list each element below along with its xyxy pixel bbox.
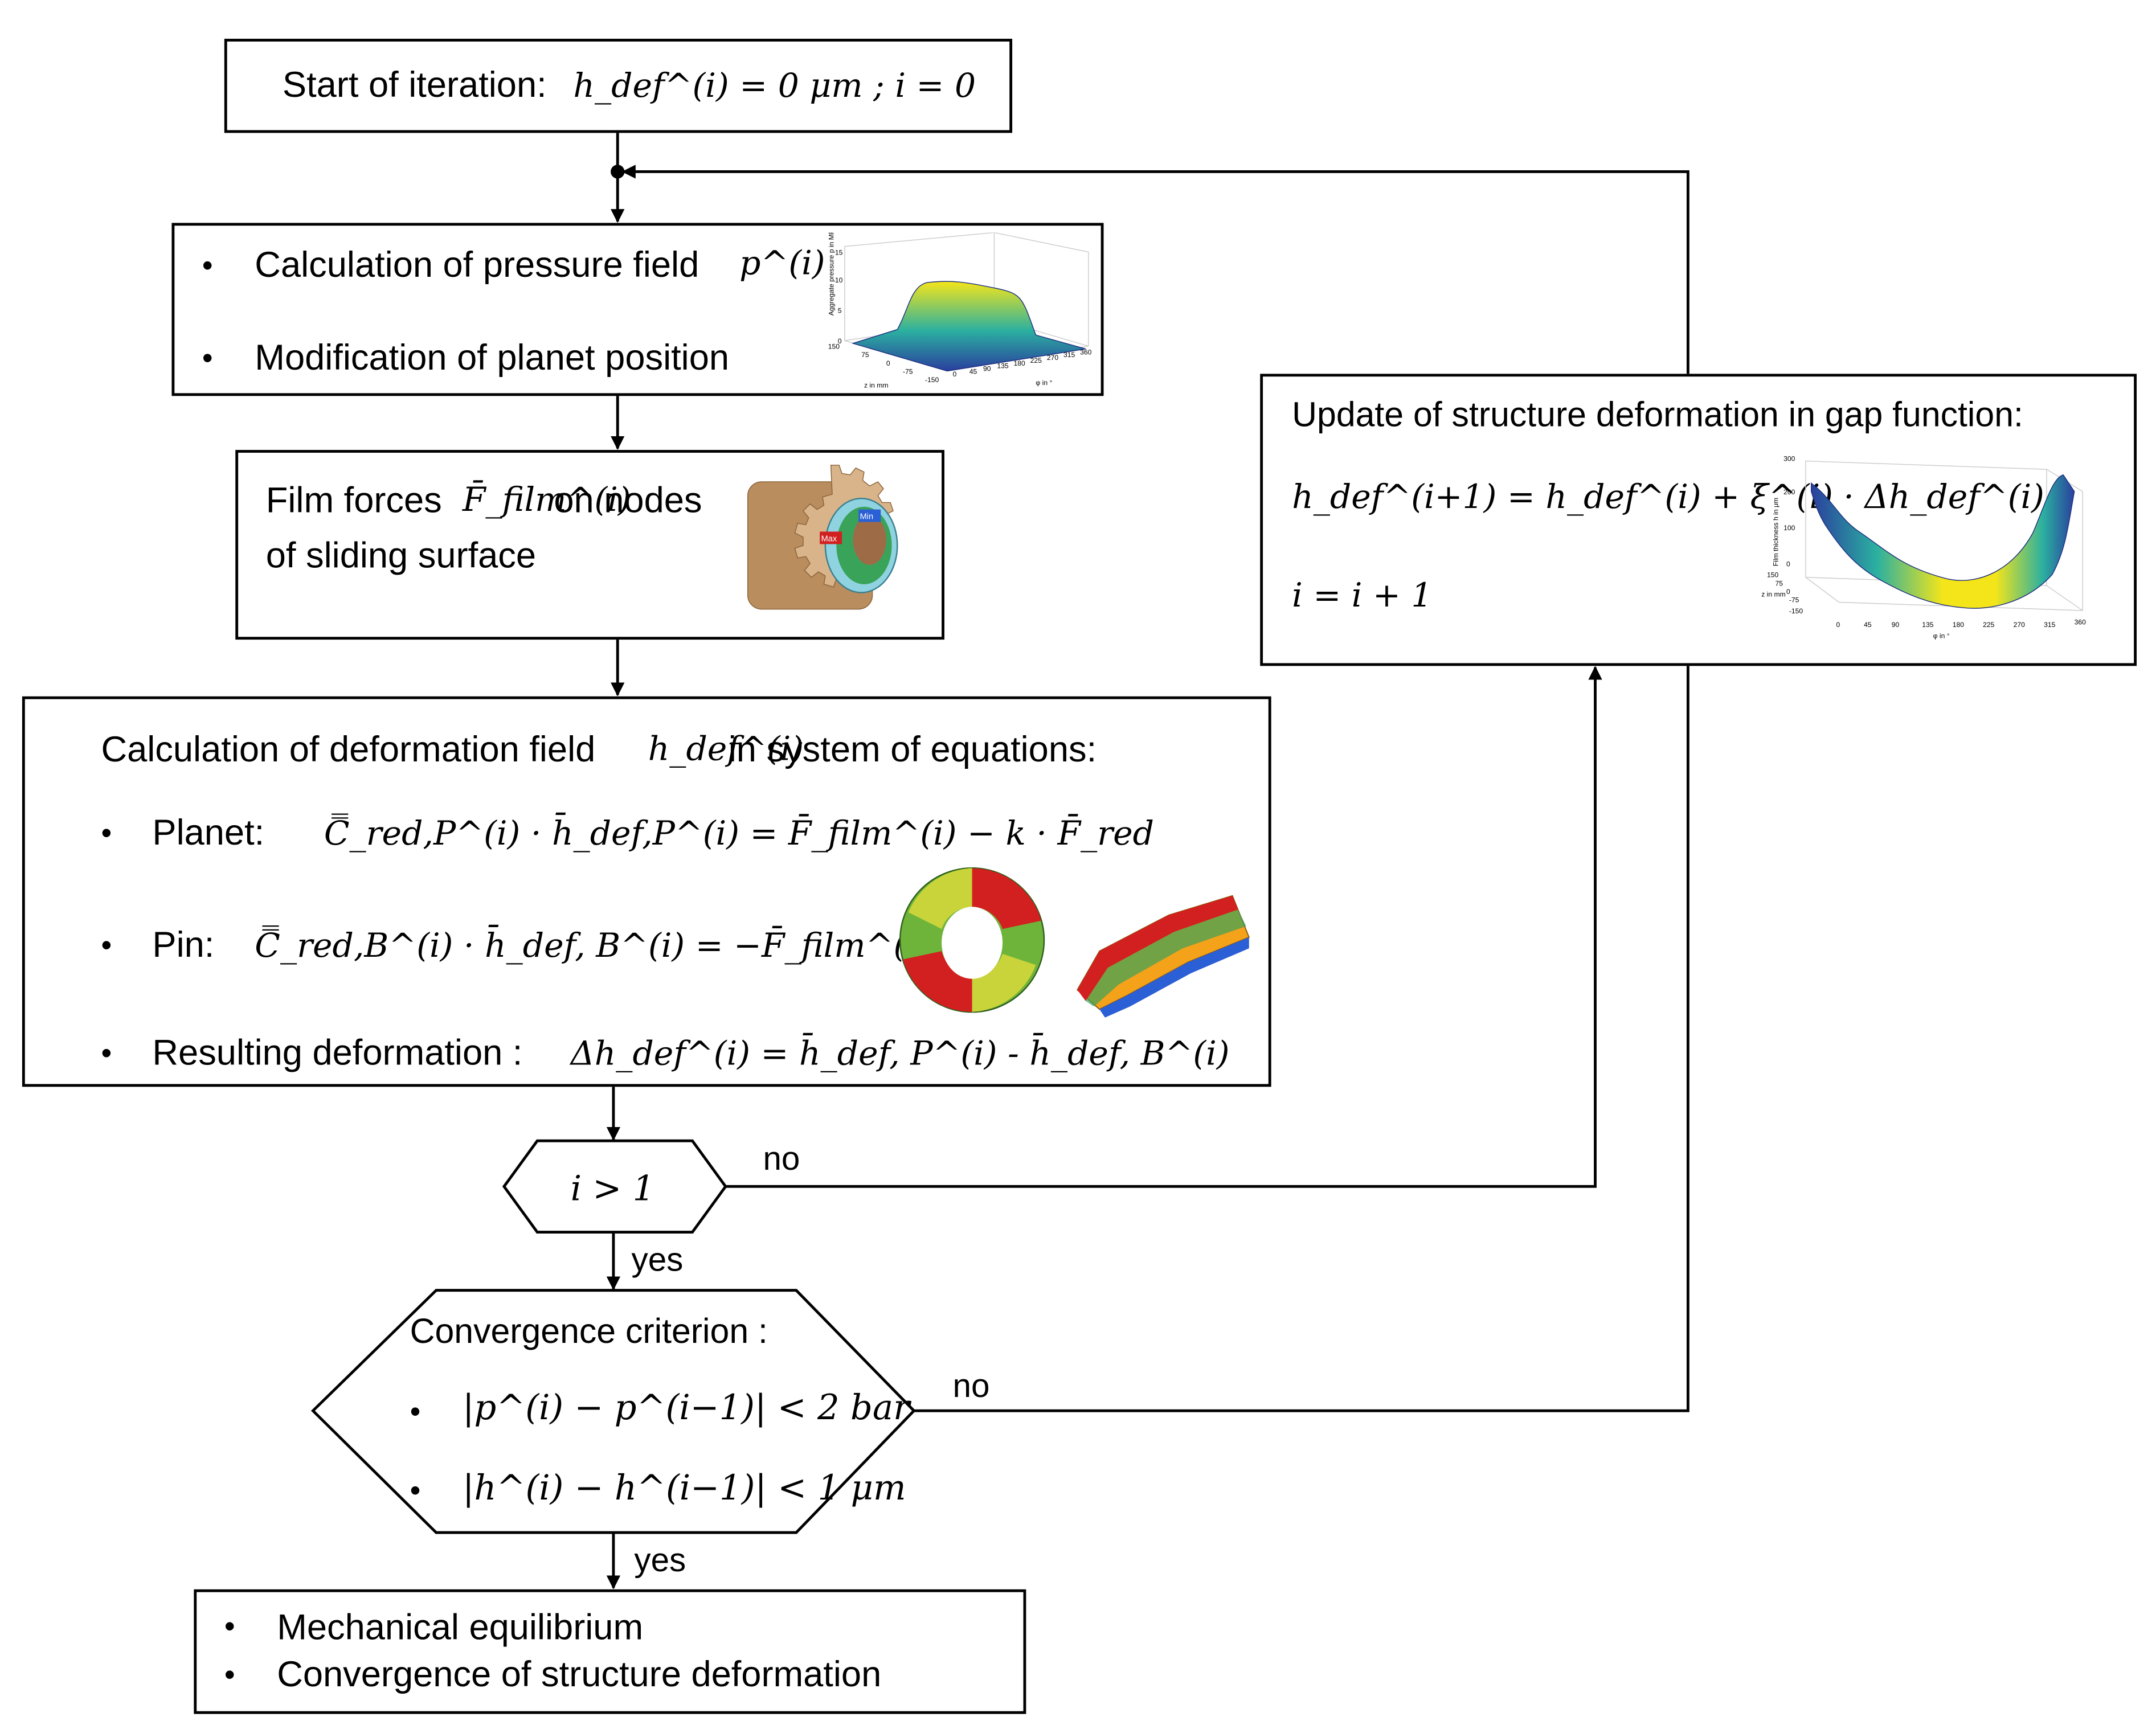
tick: -150 — [925, 376, 939, 384]
gear-min-label: Min — [860, 513, 874, 522]
film-z-axis-label: Film thickness h in μm — [1772, 498, 1779, 566]
tick: 150 — [828, 343, 840, 351]
decision-hexagon — [502, 1139, 727, 1234]
film-thickness-plot: Film thickness h in μm 0 100 200 300 150… — [1761, 455, 2087, 640]
tick: -75 — [903, 367, 913, 375]
update-box: Update of structure deformation in gap f… — [1260, 374, 2137, 666]
film-x-axis-label: z in mm — [1761, 591, 1786, 599]
tick: 225 — [1983, 621, 1995, 629]
deformation-box: Calculation of deformation field h_def^(… — [22, 696, 1271, 1087]
convergence-yes-label: yes — [634, 1542, 686, 1580]
tick: 5 — [838, 306, 842, 314]
start-label: Start of iteration: — [282, 63, 547, 105]
planet-label: Planet: — [152, 811, 265, 853]
deformation-title-b: in system of equations: — [728, 728, 1097, 770]
tick: 135 — [1922, 621, 1934, 629]
update-title: Update of structure deformation in gap f… — [1292, 396, 2023, 435]
convergence-criterion-2: |h^(i) − h^(i−1)| < 1 μm — [462, 1467, 906, 1508]
convergence-no-label: no — [952, 1367, 990, 1406]
tick: 360 — [1080, 348, 1092, 356]
convergence-criterion-1: |p^(i) − p^(i−1)| < 2 bar — [462, 1387, 910, 1428]
bullet: • — [224, 1608, 235, 1644]
tick: 0 — [1786, 588, 1790, 596]
update-equation-2: i = i + 1 — [1292, 576, 1433, 615]
pin-label: Pin: — [152, 923, 215, 965]
result-equation: Δh_def^(i) = h̄_def, P^(i) - h̄_def, B^(… — [570, 1034, 1230, 1074]
tick: 300 — [1783, 455, 1795, 463]
tick: 75 — [861, 351, 869, 359]
convergence-title: Convergence criterion : — [410, 1312, 768, 1351]
tick: 180 — [1013, 359, 1025, 367]
planet-gear-image: Max Min — [747, 465, 898, 610]
film-line-1a: Film forces — [265, 479, 442, 521]
decision-no-label: no — [763, 1141, 800, 1178]
tick: 10 — [835, 276, 843, 284]
tick: 150 — [1767, 571, 1779, 579]
start-formula: h_def^(i) = 0 μm ; i = 0 — [573, 66, 976, 105]
film-line-1b: on nodes — [554, 479, 702, 521]
decision-yes-label: yes — [631, 1242, 684, 1280]
tick: -150 — [1789, 607, 1803, 615]
tick: 0 — [953, 370, 957, 378]
tick: 45 — [1864, 621, 1872, 629]
pressure-z-axis-label: Aggregate pressure p in MPa — [827, 232, 835, 316]
planet-equation: C̿_red,P^(i) · h̄_def,P^(i) = F̄_film^(i… — [324, 814, 1154, 853]
gear-max-label: Max — [821, 535, 837, 544]
junction-dot — [611, 165, 625, 179]
tick: 100 — [1783, 524, 1795, 532]
tick: 135 — [997, 362, 1009, 370]
film-y-axis-label: φ in ° — [1933, 632, 1950, 640]
start-box: Start of iteration: h_def^(i) = 0 μm ; i… — [224, 39, 1013, 133]
deformation-title-a: Calculation of deformation field — [101, 728, 596, 770]
tick: 225 — [1030, 357, 1042, 364]
deformation-field-images — [899, 867, 1250, 1018]
film-force-math: F̄_film^(i) — [462, 480, 631, 519]
tick: 200 — [1783, 488, 1795, 496]
bullet: • — [101, 1035, 112, 1071]
tick: 45 — [969, 367, 977, 375]
tick: 90 — [983, 365, 991, 373]
pressure-item-1: Calculation of pressure field — [255, 243, 699, 285]
tick: 0 — [1786, 560, 1790, 568]
pressure-item-2: Modification of planet position — [255, 336, 730, 378]
decision-condition: i > 1 — [570, 1168, 655, 1209]
pressure-x-axis-label: z in mm — [864, 382, 889, 390]
tick: 270 — [1047, 354, 1059, 362]
bullet: • — [101, 815, 112, 850]
tick: -75 — [1789, 596, 1799, 604]
bullet: • — [101, 927, 112, 962]
update-equation-1: h_def^(i+1) = h_def^(i) + ξ^(i) · Δh_def… — [1292, 477, 2044, 517]
bullet: • — [410, 1394, 421, 1429]
tick: 315 — [1063, 351, 1075, 359]
tick: 75 — [1775, 579, 1783, 587]
pin-equation: C̿_red,B^(i) · h̄_def, B^(i) = −F̄_film^… — [255, 926, 930, 965]
bullet: • — [202, 341, 213, 375]
tick: 0 — [886, 359, 890, 367]
bullet: • — [224, 1657, 235, 1692]
tick: 315 — [2044, 621, 2056, 629]
tick: 15 — [835, 248, 843, 256]
result-label: Resulting deformation : — [152, 1031, 523, 1074]
tick: 90 — [1892, 621, 1900, 629]
tick: 360 — [2075, 618, 2087, 626]
pressure-math: p^(i) — [739, 243, 825, 282]
film-line-2: of sliding surface — [265, 534, 537, 576]
bullet: • — [202, 248, 213, 282]
final-box: • Mechanical equilibrium • Convergence o… — [194, 1589, 1026, 1714]
pressure-field-plot: Aggregate pressure p in MPa 0 5 10 15 15… — [827, 232, 1092, 390]
convergence-hexagon — [310, 1289, 916, 1534]
tick: 270 — [2014, 621, 2026, 629]
tick: 180 — [1953, 621, 1965, 629]
final-item-2: Convergence of structure deformation — [277, 1653, 882, 1695]
pressure-y-axis-label: φ in ° — [1036, 379, 1052, 387]
final-item-1: Mechanical equilibrium — [277, 1605, 644, 1648]
bullet: • — [410, 1473, 421, 1508]
tick: 0 — [1836, 621, 1840, 629]
tick: 0 — [838, 337, 842, 345]
deformation-title-math: h_def^(i) — [648, 730, 804, 769]
